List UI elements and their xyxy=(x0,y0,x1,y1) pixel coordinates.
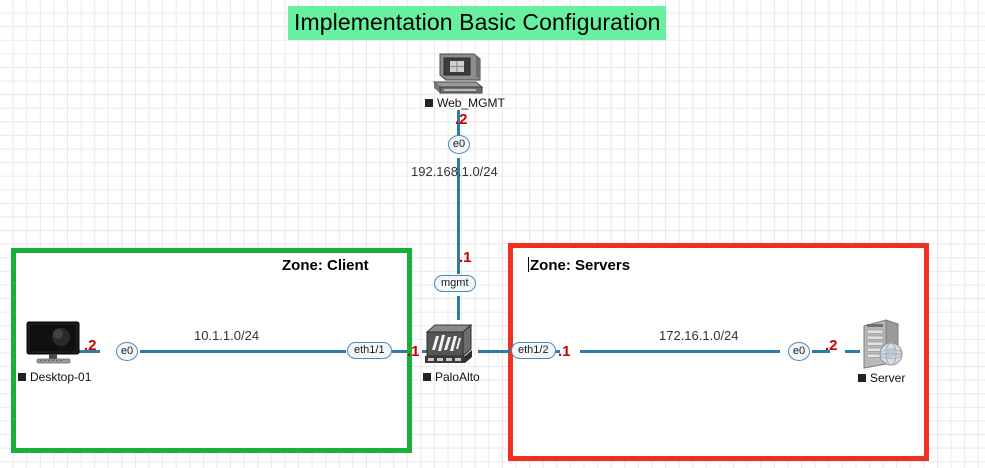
link-server-c[interactable] xyxy=(580,350,780,353)
device-label-paloalto-text: PaloAlto xyxy=(435,370,480,384)
octet-desktop: .2 xyxy=(84,337,97,354)
link-server-b[interactable] xyxy=(552,350,560,353)
crt-computer-svg xyxy=(432,53,484,94)
zone-label-servers-text: Zone: Servers xyxy=(530,257,631,274)
interface-fw-mgmt[interactable]: mgmt xyxy=(434,275,476,292)
device-label-server: Server xyxy=(858,371,905,385)
link-client-a[interactable] xyxy=(74,350,100,353)
device-label-web-mgmt-text: Web_MGMT xyxy=(437,96,505,110)
text-cursor xyxy=(528,257,529,272)
device-bullet-icon xyxy=(423,373,431,381)
octet-web-mgmt: .2 xyxy=(455,111,468,128)
subnet-label-servers: 172.16.1.0/24 xyxy=(659,328,739,343)
server-tower-svg xyxy=(863,319,903,369)
device-label-desktop-01: Desktop-01 xyxy=(18,370,91,384)
device-label-web-mgmt: Web_MGMT xyxy=(425,96,505,110)
device-bullet-icon xyxy=(18,373,26,381)
octet-server: .2 xyxy=(825,337,838,354)
device-label-desktop-01-text: Desktop-01 xyxy=(30,370,92,384)
interface-server-e0[interactable]: e0 xyxy=(788,342,810,361)
link-client-b[interactable] xyxy=(140,350,346,353)
firewall-svg xyxy=(425,323,473,363)
device-bullet-icon xyxy=(425,99,433,107)
interface-desktop-e0[interactable]: e0 xyxy=(116,342,138,361)
link-client-c[interactable] xyxy=(392,350,407,353)
octet-fw-eth1-1: .1 xyxy=(407,343,420,360)
link-server-e[interactable] xyxy=(845,350,860,353)
octet-fw-eth1-2: .1 xyxy=(558,343,571,360)
interface-web-mgmt-e0[interactable]: e0 xyxy=(448,135,470,154)
zone-label-client: Zone: Client xyxy=(282,257,369,274)
device-bullet-icon xyxy=(858,374,866,382)
link-server-a[interactable] xyxy=(478,350,510,353)
page-title: Implementation Basic Configuration xyxy=(288,6,667,40)
crt-computer-icon[interactable] xyxy=(430,52,486,98)
octet-fw-mgmt: .1 xyxy=(459,249,472,266)
interface-fw-eth1-1[interactable]: eth1/1 xyxy=(347,342,392,359)
link-mgmt-upper[interactable] xyxy=(457,110,460,138)
interface-fw-eth1-2[interactable]: eth1/2 xyxy=(511,342,556,359)
zone-label-servers: Zone: Servers xyxy=(528,257,630,274)
flat-monitor-svg xyxy=(26,321,80,364)
device-label-server-text: Server xyxy=(870,371,906,385)
server-tower-icon[interactable] xyxy=(860,318,904,370)
flat-monitor-icon[interactable] xyxy=(25,320,83,366)
subnet-label-mgmt: 192.168.1.0/24 xyxy=(411,164,498,179)
device-label-paloalto: PaloAlto xyxy=(423,370,480,384)
subnet-label-client: 10.1.1.0/24 xyxy=(194,328,260,343)
link-mgmt-middle[interactable] xyxy=(457,158,460,274)
link-server-d[interactable] xyxy=(812,350,830,353)
firewall-icon[interactable] xyxy=(423,320,475,368)
link-mgmt-lower[interactable] xyxy=(457,296,460,320)
